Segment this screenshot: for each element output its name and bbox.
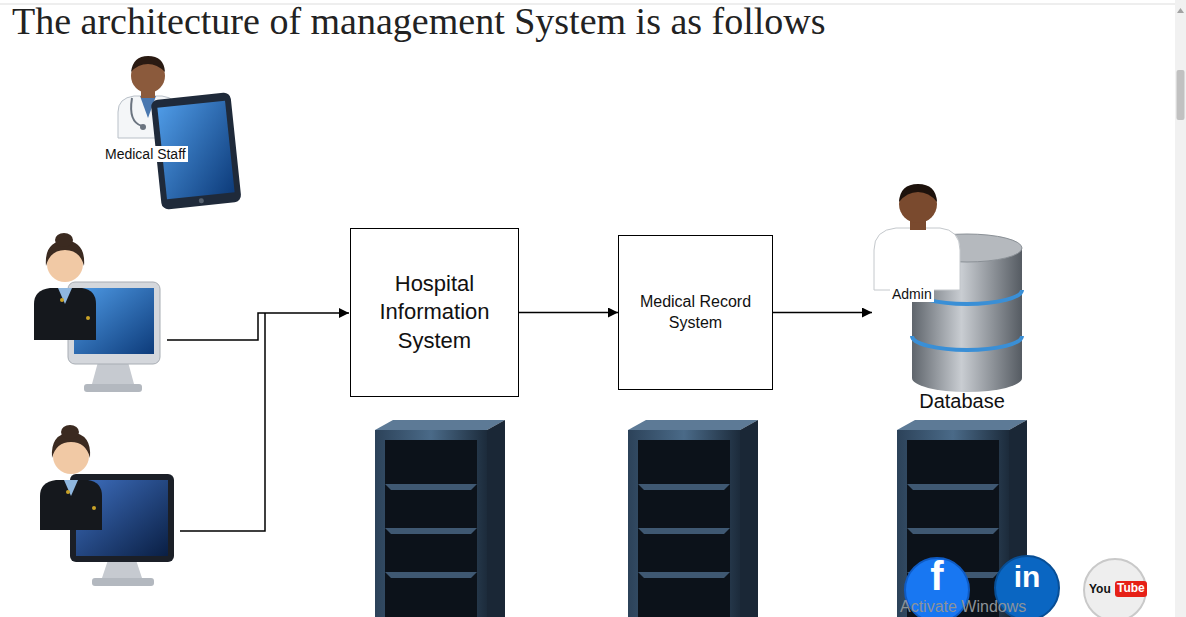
watermark: Activate Windows: [900, 598, 1026, 616]
page-title: The architecture of management System is…: [12, 0, 826, 44]
box-label: Hospital Information System: [360, 270, 509, 356]
flow-arrow: [519, 312, 618, 314]
server-rack: [628, 420, 758, 617]
database-label: Database: [907, 390, 1017, 413]
logo-text: Tube: [1115, 581, 1147, 597]
process-box: Hospital Information System: [350, 228, 519, 397]
scrollbar: [1175, 0, 1186, 617]
role-label: Admin: [890, 286, 934, 302]
logo-text: in: [1014, 560, 1041, 595]
input-wire: [167, 313, 349, 340]
input-wire: [180, 313, 265, 531]
database-node: AdminDatabase: [872, 178, 1032, 448]
logo-text: You: [1089, 583, 1111, 597]
flow-arrow: [773, 312, 872, 314]
logo-text: f: [930, 553, 943, 599]
receptionist-computer: [40, 425, 174, 586]
role-label: Medical Staff: [103, 146, 188, 162]
server-rack: [375, 420, 505, 617]
box-label: Medical Record System: [628, 292, 763, 334]
process-box: Medical Record System: [618, 235, 773, 390]
receptionist-computer: [34, 233, 160, 392]
